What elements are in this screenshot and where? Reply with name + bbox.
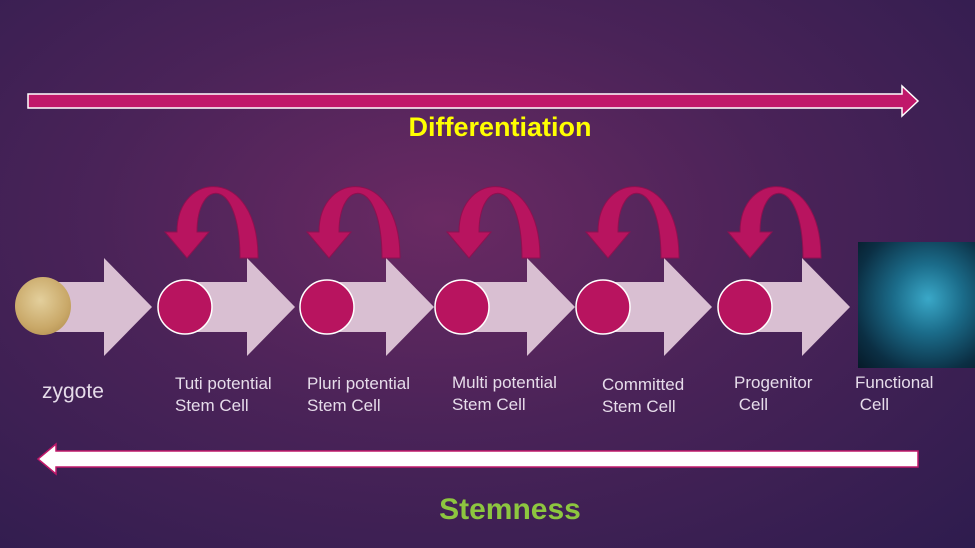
stage-label-progenitor: Progenitor Cell <box>734 373 813 414</box>
stemness-arrow <box>36 442 919 476</box>
self-renewal-arrow <box>445 186 541 259</box>
self-renewal-arrow <box>726 186 822 259</box>
block-arrow <box>603 258 712 356</box>
differentiation-title: Differentiation <box>408 112 592 142</box>
zygote-image <box>15 277 71 335</box>
stem-cell-circle <box>575 279 631 335</box>
stemness-title: Stemness <box>439 493 581 526</box>
stage-label-zygote: zygote <box>42 380 104 403</box>
stem-cell-circle <box>717 279 773 335</box>
block-arrow <box>462 258 575 356</box>
stem-cell-circle <box>157 279 213 335</box>
stem-cell-circle <box>434 279 490 335</box>
block-arrow <box>185 258 295 356</box>
stage-label-committed: Committed Stem Cell <box>602 375 685 416</box>
block-arrow <box>327 258 434 356</box>
self-renewal-arrow <box>163 186 259 259</box>
stage-label-totipotent: Tuti potential Stem Cell <box>175 374 272 415</box>
self-renewal-arrow <box>305 186 401 259</box>
block-arrow <box>43 258 152 356</box>
stage-label-functional: Functional Cell <box>855 373 934 414</box>
stage-label-pluripotent: Pluri potential Stem Cell <box>307 374 411 415</box>
stem-cell-circle <box>299 279 355 335</box>
neuron-image <box>858 242 975 368</box>
differentiation-arrow <box>27 84 920 118</box>
stage-label-multipotent: Multi potential Stem Cell <box>452 373 557 414</box>
self-renewal-arrow <box>584 186 680 259</box>
block-arrow <box>745 258 850 356</box>
